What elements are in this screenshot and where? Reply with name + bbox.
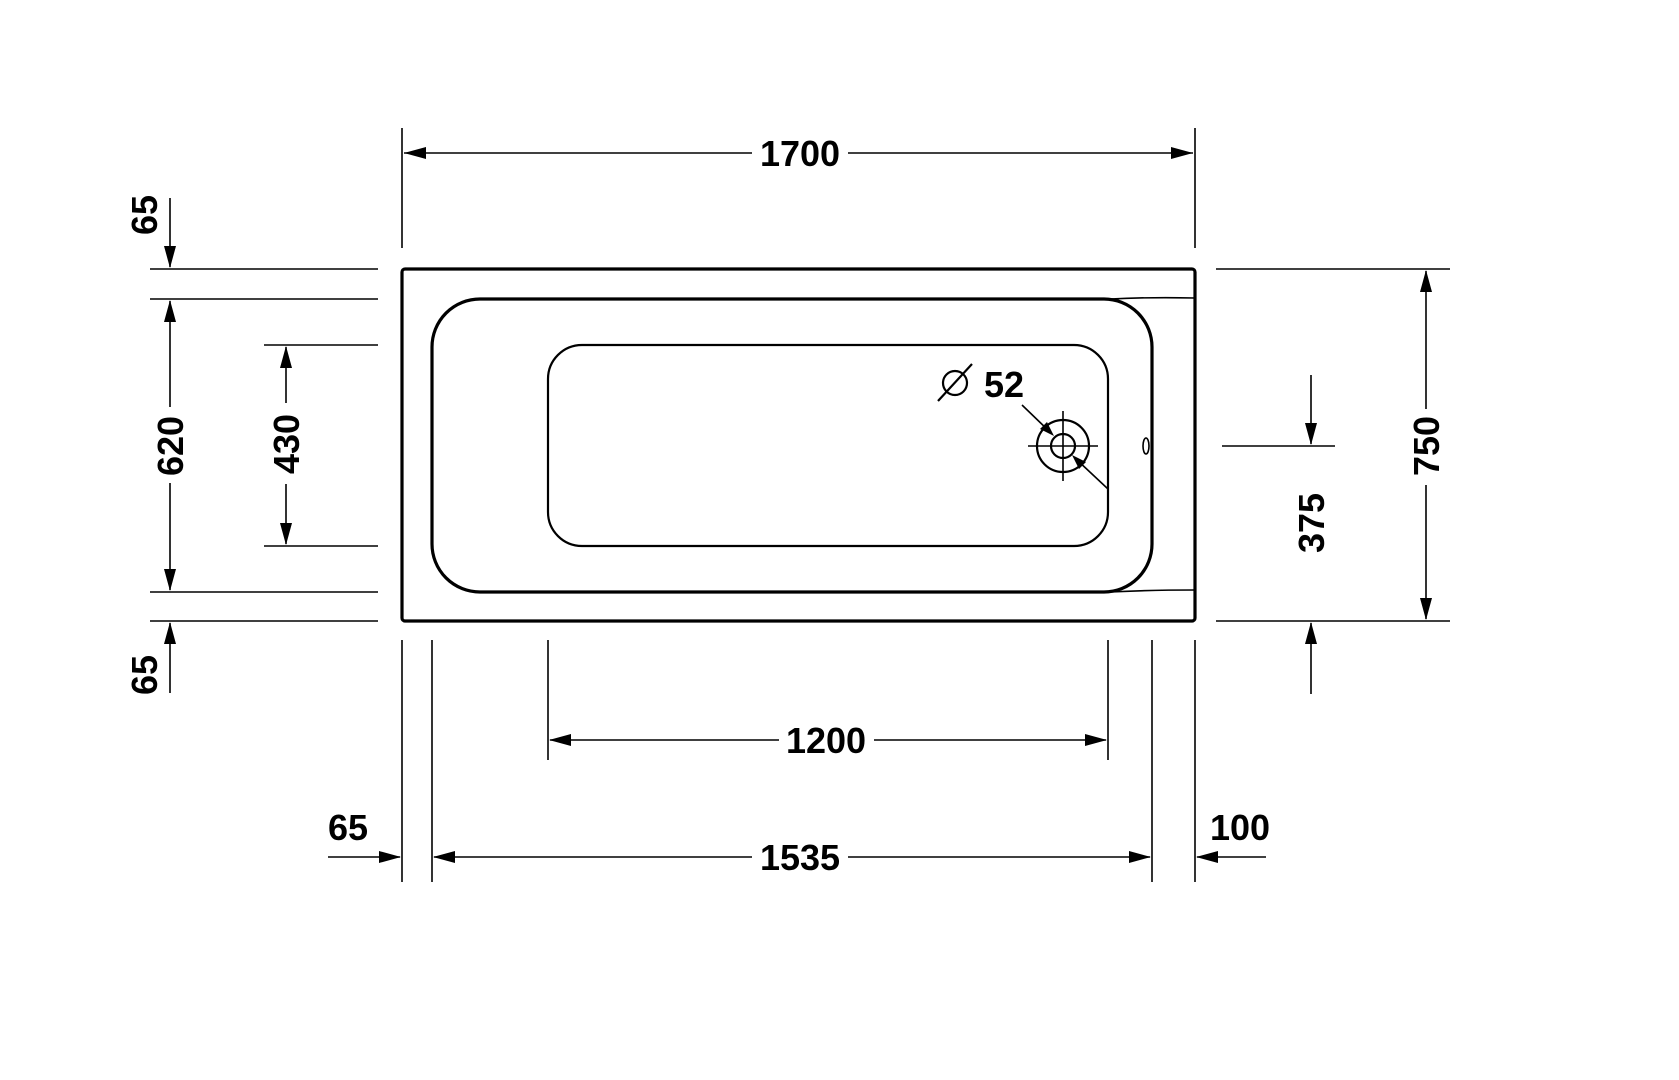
drain-diameter-label: 52 xyxy=(937,363,1024,405)
inner-basin xyxy=(430,297,1154,594)
svg-text:750: 750 xyxy=(1406,416,1447,476)
svg-text:65: 65 xyxy=(124,195,165,235)
right-extension-lines xyxy=(1216,268,1450,622)
svg-text:1700: 1700 xyxy=(760,133,840,174)
outer-rim xyxy=(400,267,1197,623)
svg-text:430: 430 xyxy=(266,414,307,474)
svg-text:1535: 1535 xyxy=(760,837,840,878)
dimension-rim-left: 65 xyxy=(328,807,401,863)
slope-line-top xyxy=(1109,296,1196,300)
dimension-overall-length: 1700 xyxy=(401,128,1196,248)
left-extension-lines xyxy=(150,268,378,622)
dimension-drain-offset: 375 xyxy=(1291,375,1332,694)
overflow-icon xyxy=(1142,437,1150,455)
slope-line-bottom xyxy=(1109,589,1196,593)
svg-text:52: 52 xyxy=(984,364,1024,405)
dimension-inner-width: 620 xyxy=(150,300,191,591)
dimension-bottom-length: 1200 xyxy=(549,720,1107,761)
dimension-rim-right: 100 xyxy=(1196,807,1270,863)
drain-icon xyxy=(1021,404,1109,490)
svg-text:620: 620 xyxy=(150,416,191,476)
dimension-inner-length: 1535 xyxy=(433,837,1151,878)
bathtub-outline xyxy=(400,267,1197,623)
dimension-bottom-width: 430 xyxy=(266,346,307,545)
basin-floor xyxy=(546,343,1110,548)
svg-text:65: 65 xyxy=(124,655,165,695)
svg-text:100: 100 xyxy=(1210,807,1270,848)
dimension-rim-top: 65 xyxy=(124,195,176,268)
dimension-overall-width: 750 xyxy=(1406,270,1447,620)
svg-text:1200: 1200 xyxy=(786,720,866,761)
svg-text:65: 65 xyxy=(328,807,368,848)
svg-text:375: 375 xyxy=(1291,493,1332,553)
dimension-rim-bottom: 65 xyxy=(124,622,176,695)
bottom-extension-lines xyxy=(401,640,1196,882)
